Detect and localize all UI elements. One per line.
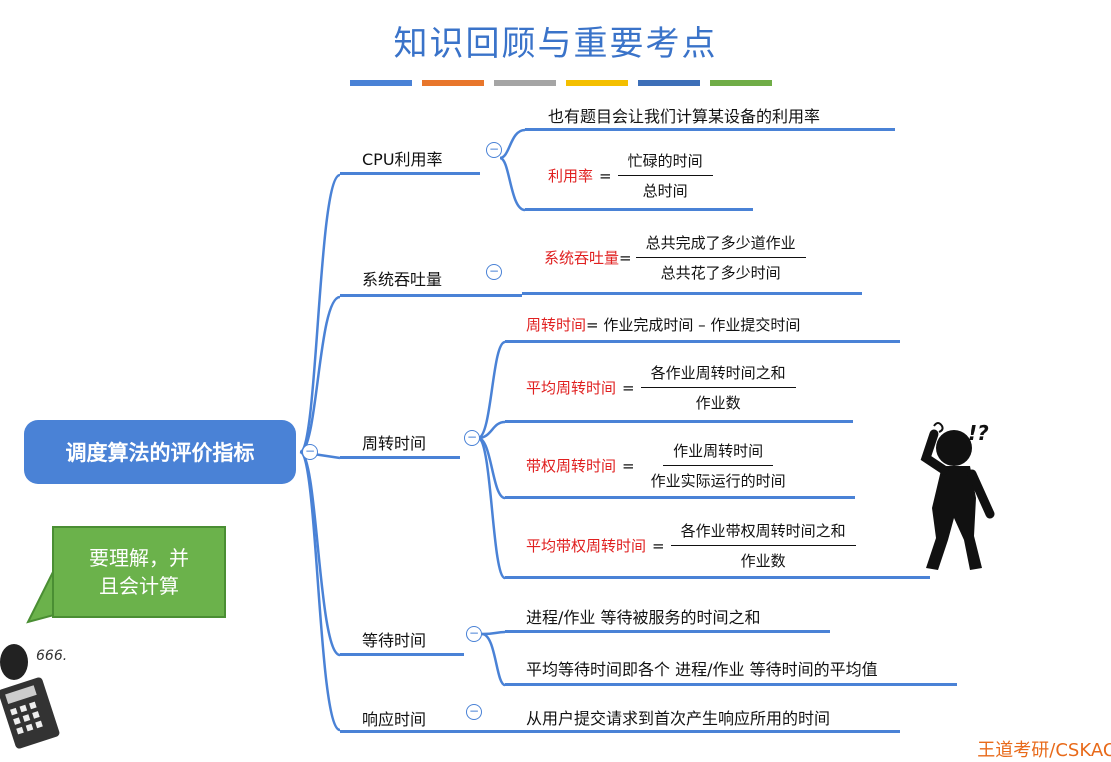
- turnaround-f3-denominator: 作业实际运行的时间: [650, 472, 786, 490]
- confused-person-icon: !?: [920, 421, 995, 570]
- branch-turnaround-label[interactable]: 周转时间: [362, 434, 427, 453]
- turnaround-f3-eq: =: [622, 456, 635, 475]
- turnaround-f2-denominator: 作业数: [695, 394, 741, 412]
- turnaround-f3-numerator: 作业周转时间: [663, 440, 774, 466]
- turnaround-f4-underline: [505, 576, 930, 579]
- turnaround-f1-rest: = 作业完成时间 – 作业提交时间: [586, 316, 801, 334]
- color-bar-1: [350, 80, 412, 86]
- turnaround-formula-2: 平均周转时间 = 各作业周转时间之和 作业数: [526, 362, 796, 413]
- branch-cpu-label[interactable]: CPU利用率: [362, 150, 443, 169]
- branch-waiting-label[interactable]: 等待时间: [362, 631, 427, 650]
- turnaround-f1-underline: [505, 340, 900, 343]
- root-node[interactable]: 调度算法的评价指标: [24, 420, 296, 484]
- cpu-formula-eq: =: [599, 166, 612, 185]
- branch-waiting-collapse-icon[interactable]: −: [466, 626, 482, 642]
- branch-waiting-underline: [340, 653, 464, 656]
- turnaround-f4-denominator: 作业数: [740, 552, 786, 570]
- color-bar-3: [494, 80, 556, 86]
- color-bar-2: [422, 80, 484, 86]
- cpu-denominator: 总时间: [642, 182, 688, 200]
- root-collapse-icon[interactable]: −: [302, 444, 318, 460]
- throughput-denominator: 总共花了多少时间: [660, 264, 781, 282]
- throughput-numerator: 总共完成了多少道作业: [635, 232, 806, 258]
- branch-response-collapse-icon[interactable]: −: [466, 704, 482, 720]
- branch-cpu-collapse-icon[interactable]: −: [486, 142, 502, 158]
- waiting-item-1: 进程/作业 等待被服务的时间之和: [526, 608, 761, 627]
- branch-throughput-label[interactable]: 系统吞吐量: [362, 270, 443, 289]
- cpu-formula-underline: [525, 208, 753, 211]
- branch-throughput-collapse-icon[interactable]: −: [486, 264, 502, 280]
- response-item-1: 从用户提交请求到首次产生响应所用的时间: [526, 709, 831, 728]
- throughput-formula-underline: [522, 292, 862, 295]
- calculator-character-icon: 666.: [0, 644, 67, 749]
- speech-bubble: 要理解，并 且会计算: [52, 526, 226, 618]
- bubble-line-1: 要理解，并: [89, 546, 189, 570]
- cpu-formula: 利用率 = 忙碌的时间 总时间: [548, 150, 713, 201]
- bubble-line-2: 且会计算: [99, 574, 179, 598]
- turnaround-f3-fraction: 作业周转时间 作业实际运行的时间: [641, 440, 796, 491]
- throughput-fraction: 总共完成了多少道作业 总共花了多少时间: [635, 232, 806, 283]
- turnaround-f2-underline: [505, 420, 853, 423]
- turnaround-f4-numerator: 各作业带权周转时间之和: [670, 520, 856, 546]
- throughput-formula-name: 系统吞吐量: [544, 249, 620, 267]
- branch-throughput-underline: [340, 294, 522, 297]
- turnaround-f2-numerator: 各作业周转时间之和: [640, 362, 796, 388]
- turnaround-f4-fraction: 各作业带权周转时间之和 作业数: [670, 520, 856, 571]
- branch-turnaround-underline: [340, 456, 460, 459]
- turnaround-formula-4: 平均带权周转时间 = 各作业带权周转时间之和 作业数: [526, 520, 856, 571]
- calculator-badge-text: 666.: [36, 648, 67, 664]
- branch-response-underline: [340, 730, 900, 733]
- turnaround-f3-name: 带权周转时间: [526, 457, 617, 475]
- waiting-item-2: 平均等待时间即各个 进程/作业 等待时间的平均值: [526, 660, 878, 679]
- waiting-item-2-underline: [505, 683, 957, 686]
- turnaround-f4-eq: =: [652, 536, 665, 555]
- branch-response-label[interactable]: 响应时间: [362, 710, 427, 729]
- turnaround-f4-name: 平均带权周转时间: [526, 537, 647, 555]
- branch-cpu-underline: [340, 172, 480, 175]
- turnaround-f2-eq: =: [622, 378, 635, 397]
- throughput-formula-eq: =: [619, 248, 632, 267]
- cpu-note: 也有题目会让我们计算某设备的利用率: [548, 107, 821, 126]
- cpu-note-underline: [525, 128, 895, 131]
- cpu-fraction: 忙碌的时间 总时间: [617, 150, 713, 201]
- confused-mark-text: !?: [968, 421, 989, 445]
- page-title: 知识回顾与重要考点: [393, 24, 718, 64]
- turnaround-formula-3: 带权周转时间 = 作业周转时间 作业实际运行的时间: [526, 440, 796, 491]
- turnaround-f3-underline: [505, 496, 855, 499]
- color-bar-4: [566, 80, 628, 86]
- waiting-item-1-underline: [505, 630, 830, 633]
- color-bar-6: [710, 80, 772, 86]
- turnaround-f1-name: 周转时间: [526, 316, 587, 334]
- turnaround-formula-1: 周转时间 = 作业完成时间 – 作业提交时间: [526, 314, 800, 335]
- branch-turnaround-collapse-icon[interactable]: −: [464, 430, 480, 446]
- turnaround-f2-name: 平均周转时间: [526, 379, 617, 397]
- turnaround-f2-fraction: 各作业周转时间之和 作业数: [640, 362, 796, 413]
- throughput-formula: 系统吞吐量 = 总共完成了多少道作业 总共花了多少时间: [544, 232, 806, 283]
- cpu-formula-name: 利用率: [548, 167, 594, 185]
- watermark: 王道考研/CSKAO: [977, 740, 1111, 761]
- color-bar-5: [638, 80, 700, 86]
- cpu-numerator: 忙碌的时间: [617, 150, 713, 176]
